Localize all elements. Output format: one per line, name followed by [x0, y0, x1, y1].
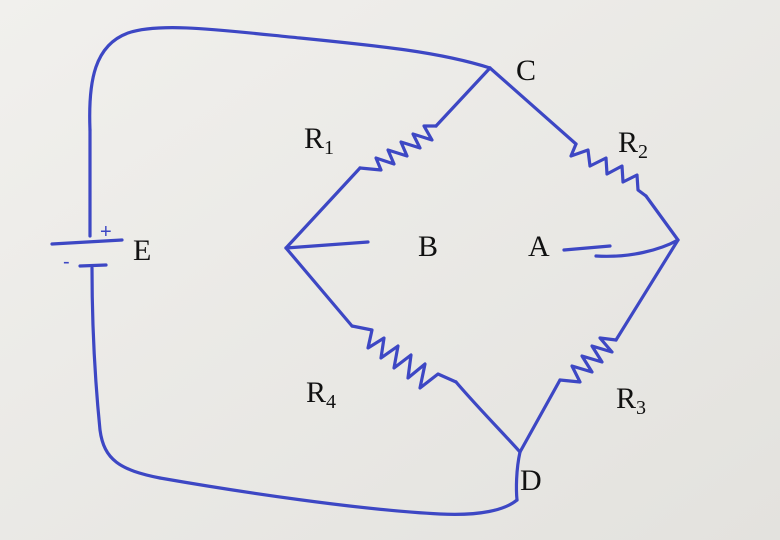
- resistor-label-r4: R4: [306, 376, 336, 413]
- wire-probe-b: [284, 240, 370, 250]
- node-label-c: C: [516, 54, 536, 87]
- resistor-r4: [350, 324, 458, 390]
- resistor-label-r1: R1: [304, 122, 334, 159]
- battery-short-plate: [78, 263, 108, 268]
- wire-c-to-r2: [488, 66, 578, 146]
- wire-node-d: [514, 450, 522, 502]
- node-label-b: B: [418, 230, 438, 263]
- wire-left-lower: [90, 266, 162, 480]
- battery-symbol: [50, 128, 124, 268]
- resistor-label-r3: R3: [616, 382, 646, 419]
- node-label-a: A: [528, 230, 550, 263]
- wire-junction-to-r3: [614, 238, 680, 342]
- resistor-r3: [558, 336, 618, 384]
- wire-junction-to-r4: [284, 246, 354, 328]
- wire-r4-to-d: [454, 380, 522, 454]
- node-label-d: D: [520, 464, 542, 497]
- wire-top: [88, 26, 492, 132]
- battery-minus-sign: -: [63, 251, 70, 273]
- wire-r1-to-junction: [284, 166, 362, 250]
- battery-long-plate: [50, 238, 124, 246]
- wire-r2-to-junction: [644, 194, 680, 242]
- wire-r3-to-d: [518, 378, 562, 454]
- resistor-r2: [569, 142, 648, 198]
- wire-bottom: [158, 476, 519, 516]
- resistor-r1: [358, 124, 438, 172]
- wire-c-to-r1: [434, 66, 492, 128]
- wire-probe-a: [562, 238, 680, 258]
- resistor-label-r2: R2: [618, 126, 648, 163]
- source-label-e: E: [133, 234, 151, 267]
- battery-plus-sign: +: [100, 221, 112, 243]
